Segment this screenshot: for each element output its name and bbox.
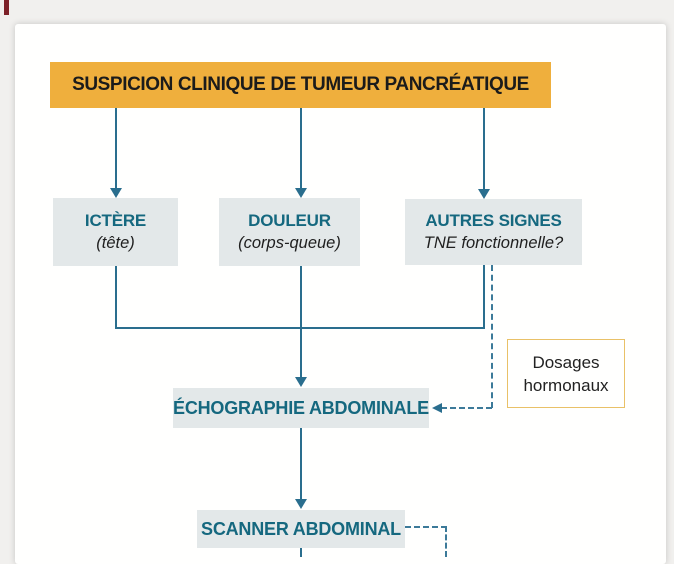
node-echographie-title: ÉCHOGRAPHIE ABDOMINALE [173,398,429,418]
node-ictere: ICTÈRE (tête) [53,198,178,266]
flowchart-title: SUSPICION CLINIQUE DE TUMEUR PANCRÉATIQU… [72,74,529,95]
dashed-connector-autres-down [491,265,493,408]
dashed-connector-scanner-right [405,526,447,528]
arrow-down-icon [478,189,490,199]
node-dosages-hormonaux: Dosages hormonaux [507,339,625,408]
arrow-down-icon [110,188,122,198]
node-douleur: DOULEUR (corps-queue) [219,198,360,266]
node-douleur-subtitle: (corps-queue) [238,234,341,252]
dosages-line2: hormonaux [523,375,609,395]
connector-echographie-to-scanner [300,428,302,500]
page-edge-mark [4,0,9,15]
node-scanner: SCANNER ABDOMINAL [197,510,405,548]
dosages-line1: Dosages [532,352,600,372]
arrow-down-icon [295,377,307,387]
arrow-down-icon [295,188,307,198]
node-ictere-subtitle: (tête) [96,234,135,252]
node-scanner-title: SCANNER ABDOMINAL [201,519,401,539]
connector-banner-to-douleur [300,108,302,189]
page-card [15,24,666,564]
node-douleur-title: DOULEUR [248,211,331,230]
connector-ictere-down [115,266,117,329]
flowchart-title-banner: SUSPICION CLINIQUE DE TUMEUR PANCRÉATIQU… [50,62,551,108]
connector-banner-to-autres-signes [483,108,485,190]
node-echographie: ÉCHOGRAPHIE ABDOMINALE [173,388,429,428]
dashed-connector-scanner-down [445,526,447,557]
node-autres-signes-subtitle: TNE fonctionnelle? [423,234,564,252]
arrow-down-icon [295,499,307,509]
connector-autres-down [483,265,485,329]
connector-trunk-to-echographie [300,266,302,378]
node-autres-signes: AUTRES SIGNES TNE fonctionnelle? [405,199,582,265]
node-autres-signes-title: AUTRES SIGNES [425,211,562,230]
node-ictere-title: ICTÈRE [84,211,147,230]
connector-scanner-down [300,548,302,557]
arrow-left-icon [432,403,442,413]
connector-banner-to-ictere [115,108,117,189]
dashed-connector-to-echographie [441,407,492,409]
